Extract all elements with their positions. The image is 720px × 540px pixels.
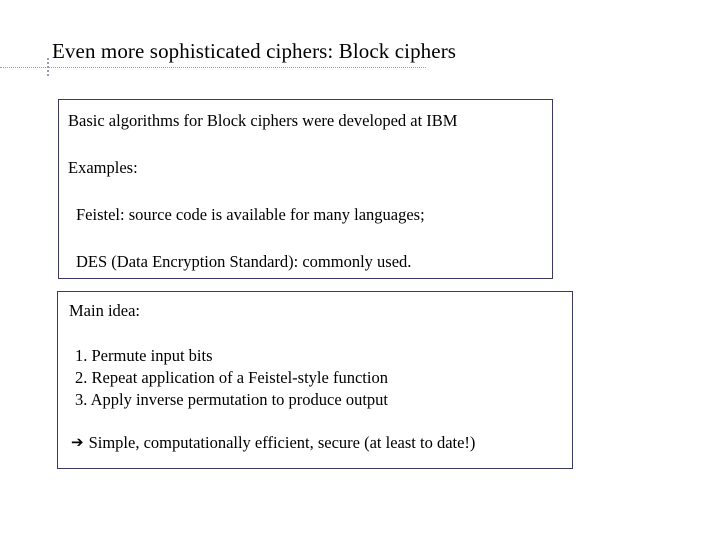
title-rule-tick-icon (47, 58, 49, 76)
lower-box-step-1: 1. Permute input bits (75, 346, 213, 365)
lower-content-box: Main idea: 1. Permute input bits 2. Repe… (57, 291, 573, 469)
right-arrow-icon: ➔ (71, 433, 84, 451)
title-underline-rule (0, 67, 426, 68)
lower-box-step-3: 3. Apply inverse permutation to produce … (75, 390, 388, 409)
lower-box-conclusion-text: Simple, computationally efficient, secur… (88, 433, 476, 452)
page-title: Even more sophisticated ciphers: Block c… (52, 39, 457, 63)
lower-box-conclusion: ➔Simple, computationally efficient, secu… (71, 432, 475, 453)
upper-box-line-2: Examples: (68, 158, 138, 177)
lower-box-step-2: 2. Repeat application of a Feistel-style… (75, 368, 388, 387)
lower-box-heading: Main idea: (69, 301, 141, 320)
upper-box-line-1: Basic algorithms for Block ciphers were … (68, 111, 458, 130)
upper-content-box: Basic algorithms for Block ciphers were … (58, 99, 553, 279)
upper-box-line-3: Feistel: source code is available for ma… (76, 205, 425, 224)
upper-box-line-4: DES (Data Encryption Standard): commonly… (76, 252, 412, 271)
